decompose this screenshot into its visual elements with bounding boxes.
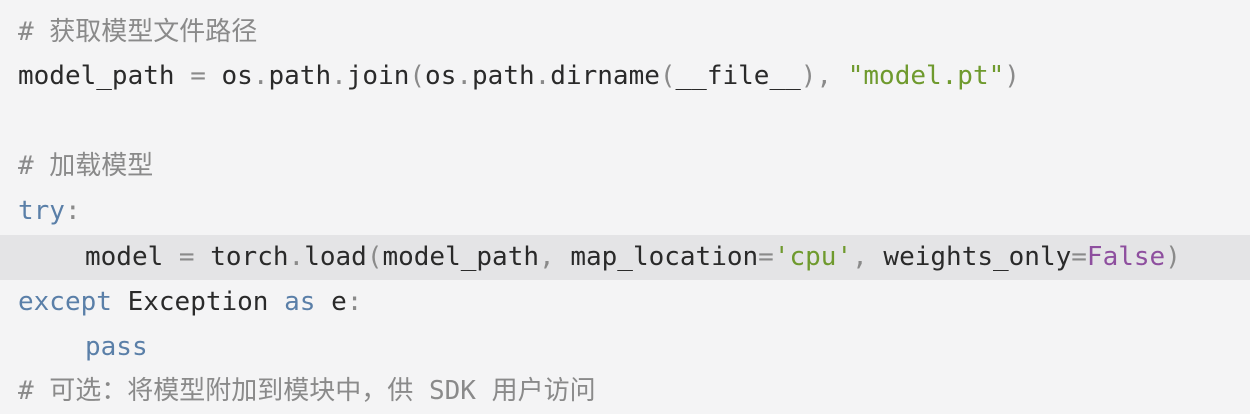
code-line-4: # 加载模型 xyxy=(0,144,1250,189)
code-token: . xyxy=(288,242,305,272)
code-token: os xyxy=(425,61,457,91)
code-line-8: pass xyxy=(0,325,1250,370)
code-token: path xyxy=(268,61,332,91)
code-token: = xyxy=(174,61,222,91)
keyword-token: try xyxy=(18,196,65,226)
code-token: ( xyxy=(366,242,383,272)
code-line-5: try: xyxy=(0,189,1250,234)
code-token: ) xyxy=(800,61,817,91)
code-token: torch xyxy=(210,242,289,272)
code-token: . xyxy=(252,61,269,91)
code-token: load xyxy=(304,242,367,272)
code-token: ) xyxy=(1004,61,1020,91)
code-token: . xyxy=(456,61,473,91)
keyword-token: as xyxy=(284,287,316,317)
code-line-6-highlighted: model = torch.load(model_path, map_locat… xyxy=(0,235,1250,280)
code-line-3 xyxy=(0,99,1250,144)
code-token: __file__ xyxy=(675,61,801,91)
keyword-token: except xyxy=(18,287,112,317)
code-token: = xyxy=(758,242,774,272)
code-token: , xyxy=(852,242,884,272)
code-token: os xyxy=(221,61,253,91)
string-literal: 'cpu' xyxy=(773,242,853,272)
string-literal: "model.pt" xyxy=(847,61,1005,91)
code-token: : xyxy=(64,196,81,226)
code-token: model_path xyxy=(382,242,540,272)
constant-token: False xyxy=(1086,242,1166,272)
comment-text: # 获取模型文件路径 xyxy=(18,17,258,47)
code-token: dirname xyxy=(550,61,660,91)
code-line-1: # 获取模型文件路径 xyxy=(0,10,1250,55)
code-token: , xyxy=(539,242,571,272)
comment-text: # 加载模型 xyxy=(18,151,154,181)
code-token: Exception xyxy=(111,287,285,317)
code-token: e xyxy=(315,287,347,317)
code-token: ( xyxy=(659,61,676,91)
code-token: : xyxy=(346,287,363,317)
code-token: model xyxy=(85,242,164,272)
code-token: = xyxy=(163,242,211,272)
code-token: ( xyxy=(409,61,426,91)
code-token: , xyxy=(816,61,848,91)
code-line-9: # 可选：将模型附加到模块中，供 SDK 用户访问 xyxy=(0,369,1250,414)
code-token: weights_only xyxy=(883,242,1072,272)
code-token: . xyxy=(331,61,347,91)
code-token: ) xyxy=(1165,242,1181,272)
comment-text: # 可选：将模型附加到模块中，供 SDK 用户访问 xyxy=(18,376,596,406)
code-token: . xyxy=(534,61,551,91)
code-token: map_location xyxy=(570,242,759,272)
code-token: path xyxy=(472,61,535,91)
code-token: join xyxy=(346,61,410,91)
code-token: model_path xyxy=(18,61,175,91)
keyword-token: pass xyxy=(85,332,148,362)
code-line-7: except Exception as e: xyxy=(0,280,1250,325)
code-token: = xyxy=(1071,242,1087,272)
code-line-2: model_path = os.path.join(os.path.dirnam… xyxy=(0,54,1250,99)
